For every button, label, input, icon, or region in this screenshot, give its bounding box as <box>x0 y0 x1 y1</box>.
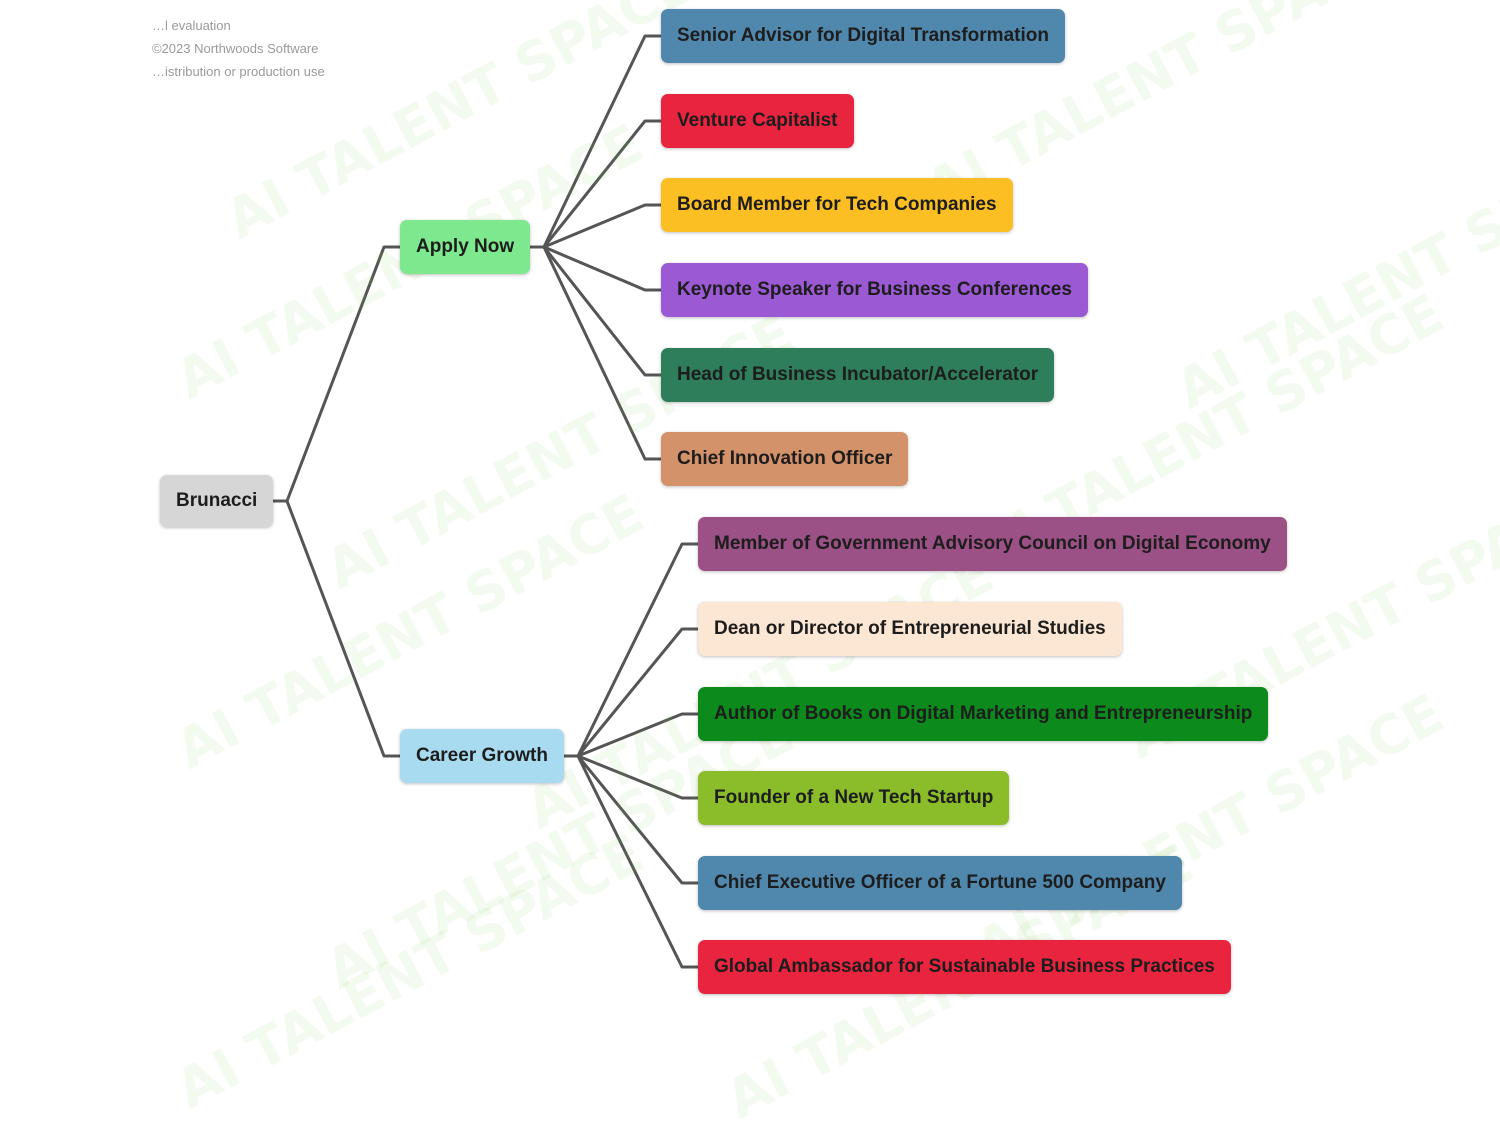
leaf-node-label: Chief Innovation Officer <box>677 448 893 469</box>
leaf-node-label: Senior Advisor for Digital Transformatio… <box>677 25 1049 46</box>
leaf-node-label: Head of Business Incubator/Accelerator <box>677 364 1039 385</box>
connector-root-to-branch <box>273 245 400 503</box>
connector-branch-to-leaf <box>530 34 661 249</box>
leaf-node-label: Chief Executive Officer of a Fortune 500… <box>714 872 1166 893</box>
header-line-3: …istribution or production use <box>152 64 325 79</box>
evaluation-header: …l evaluation ©2023 Northwoods Software … <box>152 14 325 83</box>
leaf-node[interactable]: Keynote Speaker for Business Conferences <box>661 263 1088 317</box>
leaf-node-label: Board Member for Tech Companies <box>677 194 997 215</box>
leaf-node[interactable]: Author of Books on Digital Marketing and… <box>698 687 1269 741</box>
branch-node-career-growth[interactable]: Career Growth <box>400 729 564 783</box>
root-node-label: Brunacci <box>176 490 258 511</box>
connector-branch-to-leaf <box>530 245 661 461</box>
leaf-node-label: Member of Government Advisory Council on… <box>714 533 1271 554</box>
leaf-node[interactable]: Board Member for Tech Companies <box>661 178 1013 232</box>
leaf-node-label: Keynote Speaker for Business Conferences <box>677 279 1072 300</box>
leaf-node[interactable]: Dean or Director of Entrepreneurial Stud… <box>698 602 1122 656</box>
connector-canvas <box>273 34 698 969</box>
leaf-node[interactable]: Member of Government Advisory Council on… <box>698 517 1287 571</box>
header-line-2: ©2023 Northwoods Software <box>152 41 319 56</box>
root-node[interactable]: Brunacci <box>160 475 274 527</box>
header-line-1: …l evaluation <box>152 18 231 33</box>
leaf-node[interactable]: Senior Advisor for Digital Transformatio… <box>661 9 1065 63</box>
leaf-node[interactable]: Global Ambassador for Sustainable Busine… <box>698 940 1231 994</box>
leaf-node[interactable]: Founder of a New Tech Startup <box>698 771 1010 825</box>
connector-root-to-branch <box>273 499 400 758</box>
connector-branch-to-leaf <box>564 754 698 969</box>
leaf-node[interactable]: Venture Capitalist <box>661 94 854 148</box>
leaf-node-label: Venture Capitalist <box>677 110 838 131</box>
leaf-node-label: Global Ambassador for Sustainable Busine… <box>714 956 1215 977</box>
branch-node-label: Apply Now <box>416 236 515 257</box>
branch-node-label: Career Growth <box>416 745 548 766</box>
leaf-node[interactable]: Head of Business Incubator/Accelerator <box>661 348 1055 402</box>
leaf-node-label: Author of Books on Digital Marketing and… <box>714 703 1253 724</box>
leaf-node[interactable]: Chief Innovation Officer <box>661 432 909 486</box>
connector-branch-to-leaf <box>564 542 698 758</box>
leaf-node-label: Founder of a New Tech Startup <box>714 787 994 808</box>
branch-node-apply-now[interactable]: Apply Now <box>400 220 531 274</box>
leaf-node[interactable]: Chief Executive Officer of a Fortune 500… <box>698 856 1182 910</box>
leaf-node-label: Dean or Director of Entrepreneurial Stud… <box>714 618 1106 639</box>
